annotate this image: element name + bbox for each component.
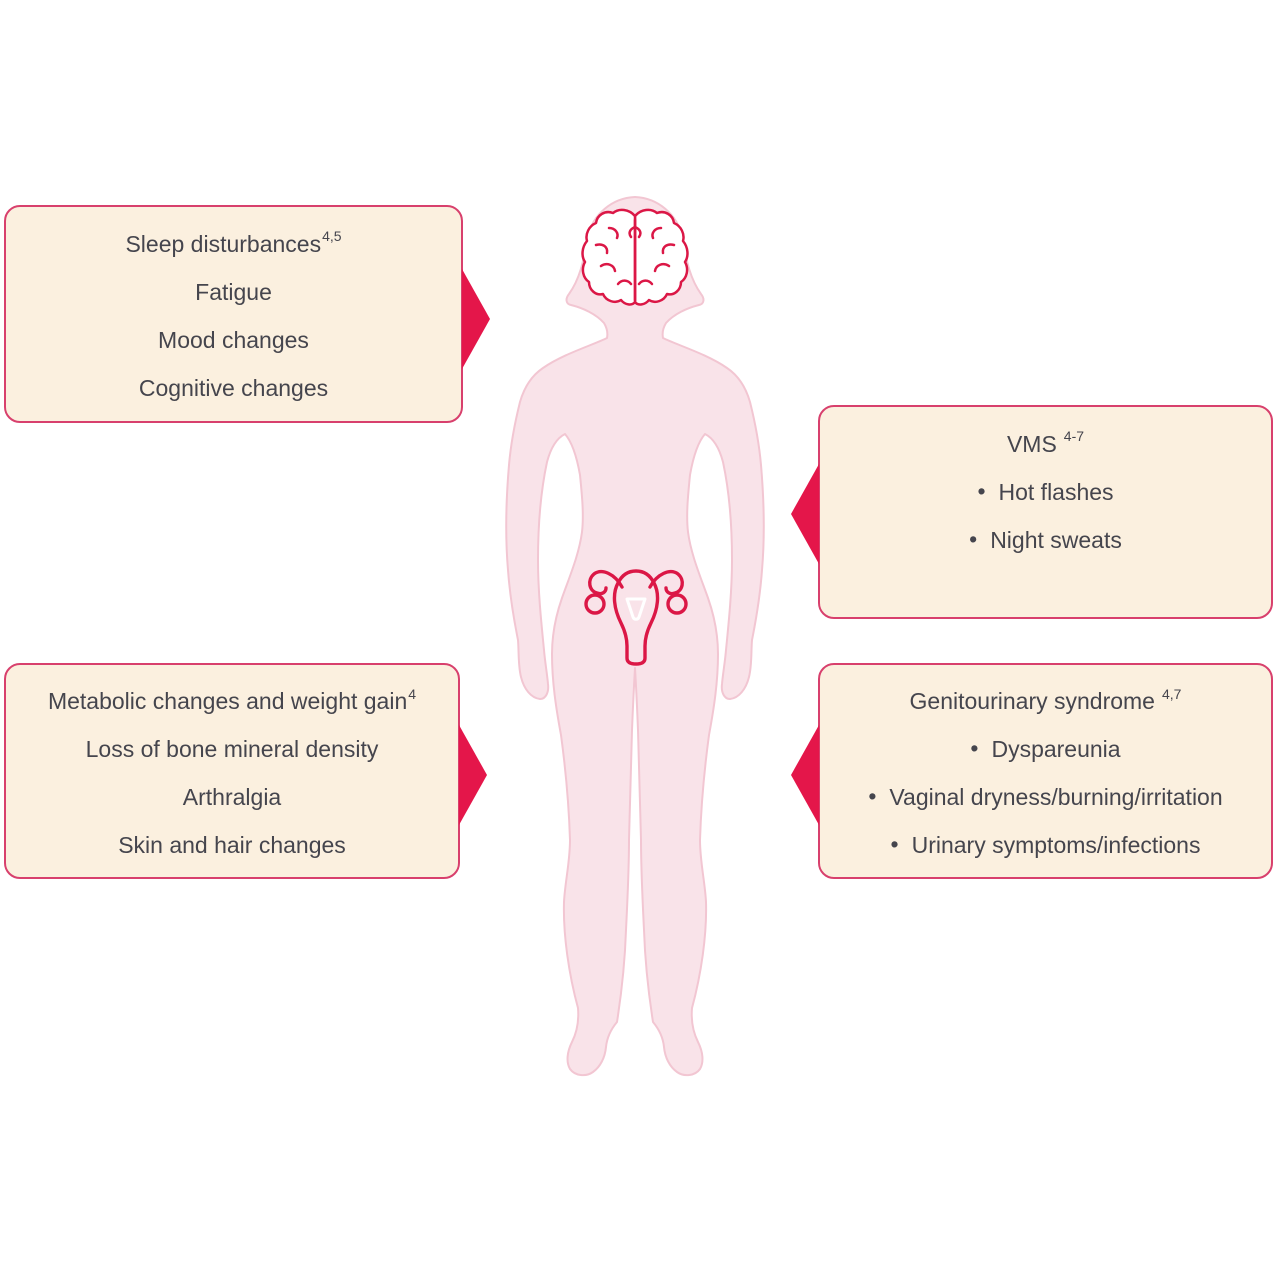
- symptom-line: • Hot flashes: [834, 468, 1257, 516]
- bullet-icon: •: [868, 782, 877, 809]
- symptom-text: Fatigue: [195, 278, 272, 305]
- symptom-text: Metabolic changes and weight gain: [47, 688, 408, 715]
- brain-icon: [581, 208, 689, 306]
- symptom-text: Skin and hair changes: [118, 831, 346, 858]
- symptom-line: • Urinary symptoms/infections: [834, 821, 1257, 869]
- symptom-line: Skin and hair changes: [20, 821, 444, 869]
- female-body-silhouette: [505, 196, 765, 1077]
- bullet-icon: •: [890, 830, 899, 857]
- symptom-line: • Dyspareunia: [834, 726, 1257, 774]
- bullet-icon: •: [969, 525, 978, 552]
- symptom-text: Dyspareunia: [991, 736, 1121, 763]
- body-outline: [505, 196, 765, 1077]
- box-title: VMS 4-7: [834, 420, 1257, 468]
- reference-superscript: 4,5: [322, 228, 342, 244]
- symptom-text: Night sweats: [990, 526, 1122, 553]
- symptom-line: • Night sweats: [834, 516, 1257, 564]
- uterus-icon: [584, 569, 688, 666]
- reference-superscript: 4-7: [1063, 428, 1085, 444]
- symptom-text: Cognitive changes: [138, 374, 329, 401]
- pointer-arrow-right-icon: [462, 269, 490, 369]
- box-title-text: VMS: [1006, 430, 1057, 457]
- symptom-line: Arthralgia: [20, 774, 444, 822]
- symptom-text: Sleep disturbances: [125, 230, 322, 257]
- symptom-text: Hot flashes: [998, 478, 1114, 505]
- symptom-line: Cognitive changes: [20, 364, 447, 412]
- symptom-text: Arthralgia: [182, 783, 282, 810]
- symptom-text: Mood changes: [158, 326, 309, 353]
- symptom-line: Mood changes: [20, 316, 447, 364]
- pointer-arrow-right-icon: [459, 725, 487, 825]
- bullet-icon: •: [970, 735, 979, 762]
- symptom-text: Urinary symptoms/infections: [911, 831, 1201, 858]
- box-title-text: Genitourinary syndrome: [909, 688, 1155, 715]
- symptom-text: Vaginal dryness/burning/irritation: [889, 783, 1223, 810]
- symptom-line: Loss of bone mineral density: [20, 726, 444, 774]
- box-title: Genitourinary syndrome 4,7: [834, 678, 1257, 726]
- symptom-line: • Vaginal dryness/burning/irritation: [834, 774, 1257, 822]
- pointer-arrow-left-icon: [791, 725, 819, 825]
- callout-box-genitourinary: Genitourinary syndrome 4,7 • Dyspareunia •…: [791, 663, 1273, 879]
- reference-superscript: 4,7: [1161, 685, 1182, 702]
- pointer-arrow-left-icon: [791, 464, 819, 564]
- bullet-icon: •: [977, 477, 986, 504]
- symptom-text: Loss of bone mineral density: [85, 736, 379, 763]
- symptom-line: Fatigue: [20, 268, 447, 316]
- reference-superscript: 4: [408, 685, 417, 702]
